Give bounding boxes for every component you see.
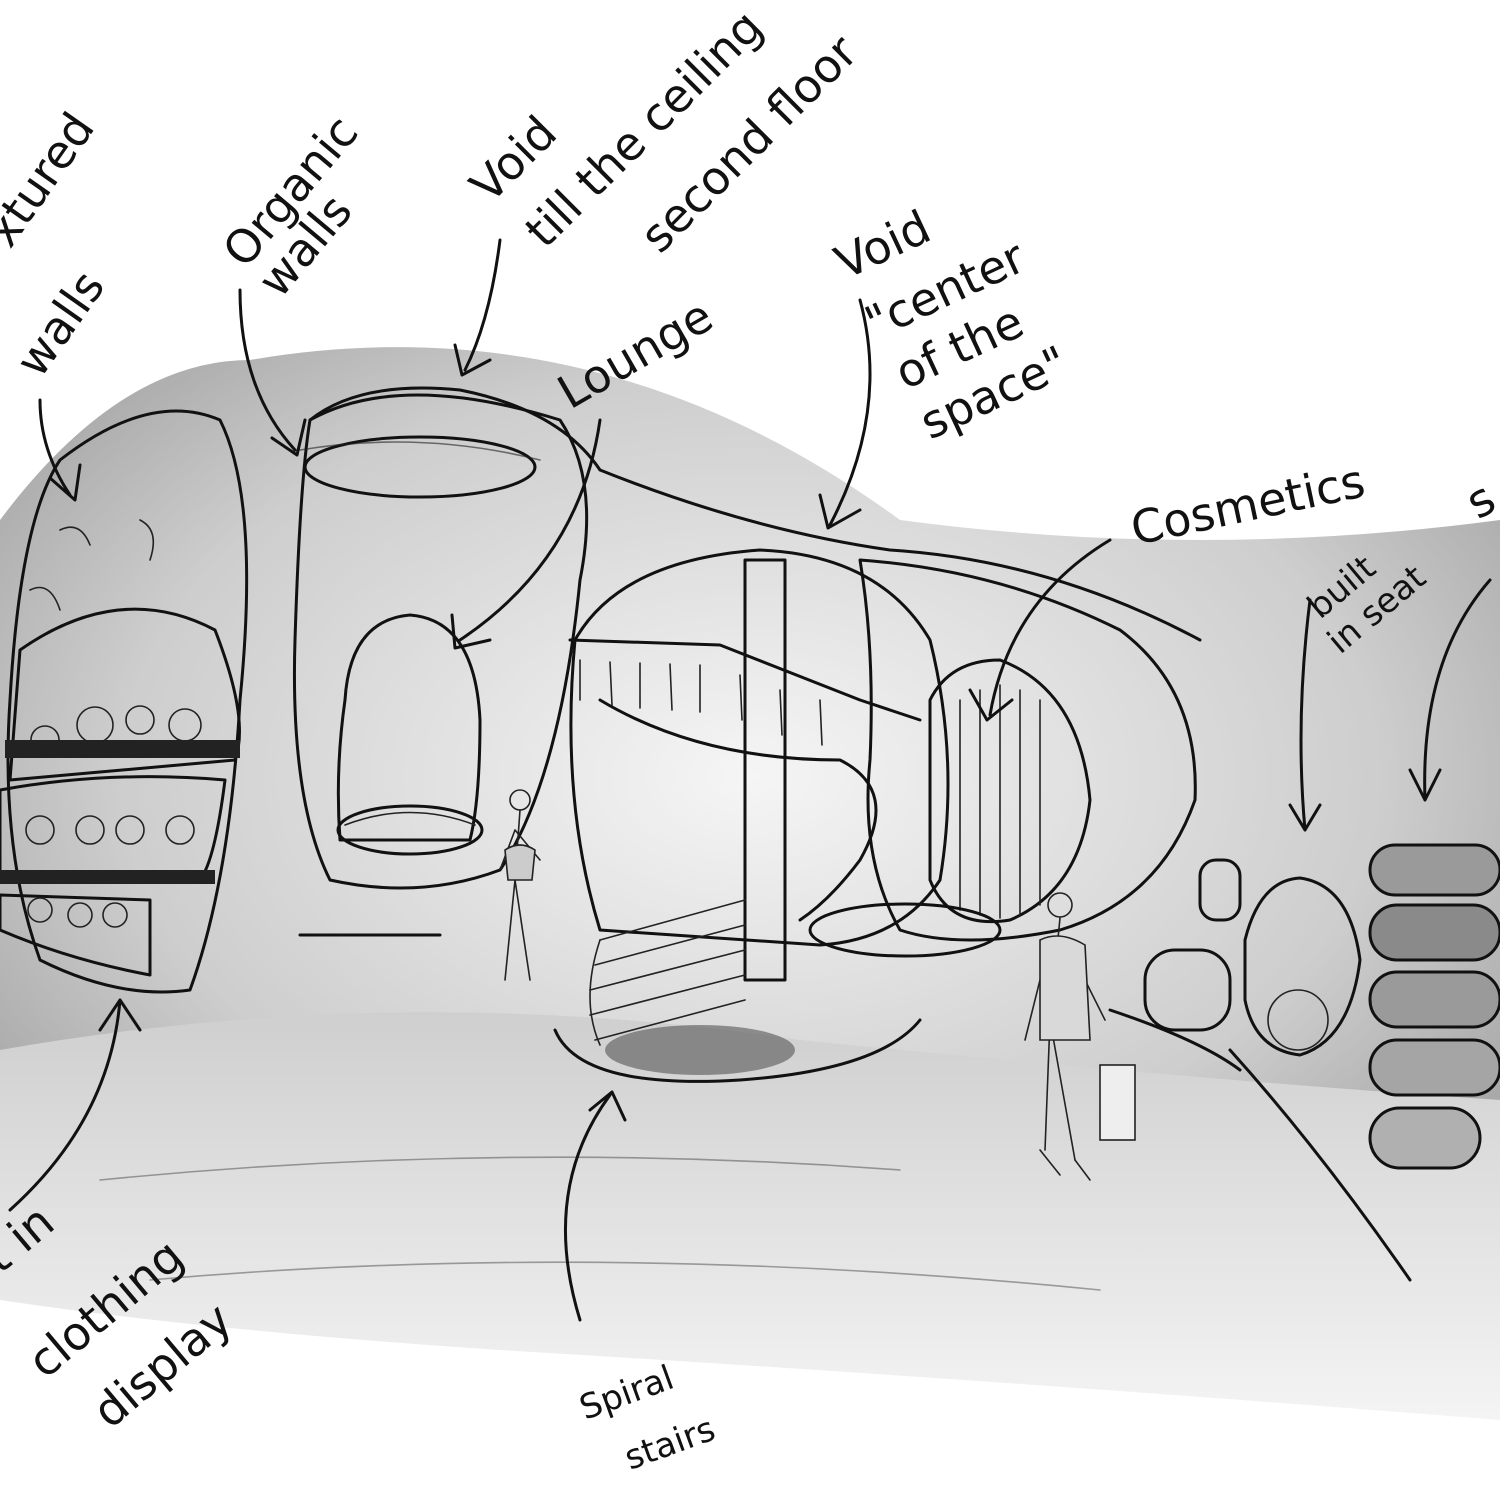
annotation-spiral-stairs: Spiral stairs xyxy=(574,1358,720,1479)
built-in-seat-pods xyxy=(1108,843,1500,1282)
annotation-textured-walls-line-2: walls xyxy=(5,261,115,386)
figure-walking-center xyxy=(499,789,541,981)
annotation-right-edge: s xyxy=(1457,471,1500,530)
roof-line xyxy=(308,386,1202,642)
annotation-void-ceiling: Void till the ceiling second floor xyxy=(460,0,868,263)
cosmetics-pod xyxy=(808,558,1197,958)
annotation-textured-walls: xtured walls xyxy=(0,103,115,387)
human-figures xyxy=(499,789,1136,1181)
annotation-arrows xyxy=(8,238,1492,1322)
spiral-stairs-pod xyxy=(553,548,950,1083)
clothing-display-pod xyxy=(0,409,249,994)
annotation-spiral-stairs-line-2: stairs xyxy=(619,1409,720,1478)
annotation-spiral-stairs-line-1: Spiral xyxy=(574,1358,679,1429)
annotation-textured-walls-line-1: xtured xyxy=(0,103,105,257)
figure-shopping-right xyxy=(1024,892,1136,1181)
annotation-organic-walls: Organic walls xyxy=(212,105,368,307)
